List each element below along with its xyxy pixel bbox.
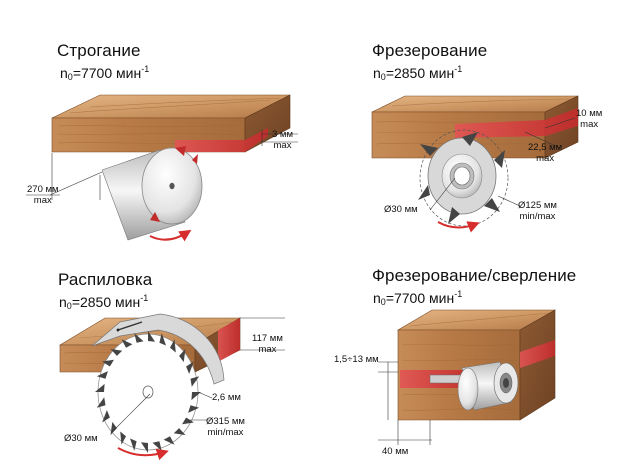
- planing-illustration: [26, 94, 298, 242]
- diameter-range: min/max: [519, 211, 556, 222]
- saw-tooth: [148, 331, 155, 342]
- saw-tooth: [95, 383, 105, 392]
- speed-symbol: n: [59, 294, 67, 310]
- drilling-depth-label: 40 мм: [382, 446, 409, 457]
- saw-tooth: [173, 428, 186, 436]
- saw-tooth: [159, 333, 166, 346]
- milling-speed: n0=2850 мин-1: [373, 64, 462, 82]
- speed-subscript: 0: [66, 301, 72, 311]
- saw-tooth: [141, 442, 148, 453]
- sawing-kerf-label: 2,6 мм: [212, 392, 241, 403]
- speed-subscript: 0: [380, 297, 386, 307]
- speed-value: =7700 мин: [72, 65, 142, 81]
- sawing-bore-label: Ø30 мм: [64, 433, 98, 444]
- saw-tooth: [191, 392, 201, 401]
- diameter-range: min/max: [207, 427, 244, 438]
- milling-depth-label: 10 мм max: [576, 108, 602, 130]
- saw-tooth: [110, 348, 123, 356]
- saw-tooth: [179, 348, 186, 363]
- planing-depth-label: 3 мм max: [272, 129, 293, 151]
- saw-tooth: [96, 397, 106, 408]
- saw-tooth: [130, 438, 137, 451]
- saw-tooth: [163, 436, 175, 445]
- diameter-value: Ø125 мм: [518, 200, 557, 211]
- width-max: max: [33, 195, 52, 206]
- drilling-illustration: [378, 309, 557, 445]
- depth-max: max: [273, 140, 292, 151]
- speed-superscript: -1: [454, 289, 463, 299]
- milling-height-label: 22,5 мм max: [528, 142, 562, 164]
- drilling-title: Фрезерование/сверление: [372, 266, 577, 285]
- sawing-illustration: [58, 313, 285, 461]
- saw-tooth: [188, 405, 200, 413]
- saw-tooth: [182, 417, 194, 425]
- saw-tooth: [134, 333, 144, 343]
- cut-max: max: [258, 344, 277, 355]
- speed-subscript: 0: [67, 72, 73, 82]
- height-max: max: [536, 153, 555, 164]
- cut-value: 117 мм: [252, 333, 283, 344]
- depth-value: 3 мм: [272, 129, 293, 140]
- saw-tooth: [121, 339, 133, 348]
- saw-tooth: [190, 376, 200, 387]
- width-value: 270 мм: [27, 184, 59, 195]
- speed-superscript: -1: [454, 64, 463, 74]
- saw-tooth: [102, 410, 110, 423]
- depth-max: max: [580, 119, 599, 130]
- planing-title: Строгание: [57, 41, 141, 60]
- planing-speed: n0=7700 мин-1: [60, 64, 149, 82]
- speed-symbol: n: [373, 65, 381, 81]
- speed-superscript: -1: [141, 64, 150, 74]
- saw-tooth: [170, 339, 176, 353]
- drilling-range-label: 1,5÷13 мм: [334, 354, 379, 365]
- speed-symbol: n: [373, 290, 381, 306]
- milling-illustration: [371, 95, 579, 233]
- sawing-speed: n0=2850 мин-1: [59, 293, 148, 311]
- diameter-value: Ø315 мм: [206, 416, 245, 427]
- speed-superscript: -1: [140, 293, 149, 303]
- sawing-title: Распиловка: [58, 270, 153, 289]
- milling-title: Фрезерование: [372, 41, 488, 60]
- planing-width-label: 270 мм max: [27, 184, 59, 206]
- saw-tooth: [120, 431, 126, 445]
- depth-value: 10 мм: [576, 108, 603, 119]
- milling-diameter-label: Ø125 мм min/max: [518, 200, 557, 222]
- saw-tooth: [186, 361, 194, 374]
- speed-subscript: 0: [380, 72, 386, 82]
- height-value: 22,5 мм: [528, 142, 563, 153]
- saw-tooth: [102, 359, 114, 367]
- saw-tooth: [96, 371, 108, 379]
- speed-value: =7700 мин: [385, 290, 455, 306]
- sawing-diameter-label: Ø315 мм min/max: [206, 416, 245, 438]
- speed-value: =2850 мин: [385, 65, 455, 81]
- drilling-speed: n0=7700 мин-1: [373, 289, 462, 307]
- saw-tooth: [152, 441, 162, 451]
- sawing-cut-label: 117 мм max: [252, 333, 283, 355]
- speed-value: =2850 мин: [71, 294, 141, 310]
- speed-symbol: n: [60, 65, 68, 81]
- milling-bore-label: Ø30 мм: [384, 204, 418, 215]
